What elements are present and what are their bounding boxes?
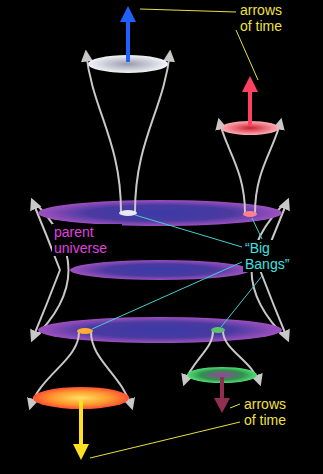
parent-disk	[38, 317, 282, 343]
time-arrow	[242, 76, 258, 126]
baby-universe-funnels	[30, 52, 281, 408]
arrow-head	[120, 6, 136, 22]
arrow-head	[242, 76, 258, 92]
arrow-shaft	[79, 400, 83, 446]
time-label: arrows of time	[238, 2, 296, 34]
side-curve	[32, 200, 69, 340]
leader-line	[252, 218, 262, 239]
funnel-curve	[135, 52, 170, 212]
big-bang-label: “Big Bangs”	[243, 240, 303, 272]
time-arrow	[214, 377, 230, 413]
arrow-shaft	[248, 90, 252, 126]
universe-label: parent universe	[52, 224, 122, 256]
leader-line	[140, 9, 236, 12]
leader-line	[230, 404, 240, 408]
time-arrow	[73, 400, 89, 460]
time-label: arrows of time	[242, 396, 300, 428]
time-arrow	[120, 6, 136, 62]
big-bang-point	[243, 211, 257, 217]
arrow-shaft	[126, 20, 130, 62]
leader-line	[135, 215, 242, 247]
leader-line	[92, 262, 242, 329]
big-bang-point	[211, 327, 225, 333]
arrow-shaft	[220, 377, 224, 400]
arrow-head	[73, 444, 89, 460]
big-bang-point	[119, 210, 137, 216]
leader-line	[236, 30, 258, 80]
funnel-curve	[86, 52, 121, 212]
arrow-head	[214, 398, 230, 413]
big-bang-point	[77, 328, 93, 334]
leader-line	[221, 276, 262, 327]
leader-line	[90, 422, 240, 458]
